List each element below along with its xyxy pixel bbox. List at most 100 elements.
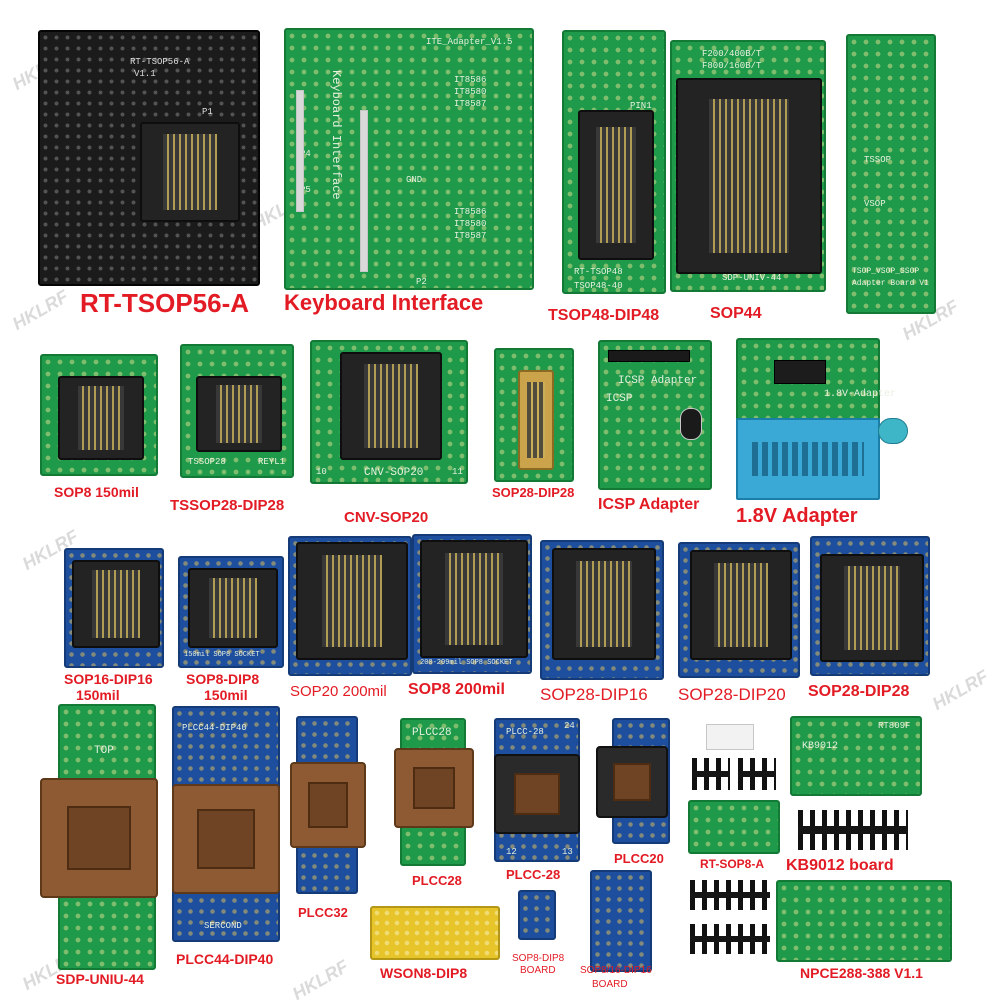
board-silkscreen: KB9012 — [802, 741, 839, 752]
plcc44-socket — [40, 778, 158, 898]
label-sop8-dip8-board-line1: SOP8-DIP8 — [512, 953, 565, 964]
board-silkscreen: IT8586 — [454, 207, 487, 217]
sop8-16-dip16-pcb — [590, 870, 652, 972]
label-sop8-dip8-board-line2: BOARD — [520, 965, 556, 976]
board-silkscreen: IT8587 — [454, 231, 487, 241]
sop28-socket — [690, 550, 792, 660]
board-silkscreen: TOP — [94, 745, 114, 757]
label-rt-sop8-a: RT-SOP8-A — [700, 857, 765, 871]
board-silkscreen: PLCC28 — [412, 727, 452, 739]
pin-header — [690, 880, 770, 910]
board-silkscreen: RT809F — [878, 721, 911, 731]
label-sop44: SOP44 — [710, 305, 762, 322]
board-silkscreen: TSSOP28 — [188, 457, 226, 467]
tsop-vsop-ssop-board: TSSOP VSOP TSOP_VSOP_SSOP Adapter Board … — [846, 34, 936, 314]
label-plcc32: PLCC32 — [298, 905, 348, 920]
board-silkscreen: 150mil SOP8 SOCKET — [184, 651, 260, 659]
white-connector — [706, 724, 754, 750]
label-sop8-150mil: SOP8 150mil — [54, 484, 139, 500]
board-silkscreen: P1 — [202, 107, 213, 117]
pin-header — [798, 810, 908, 850]
board-silkscreen: P4 — [300, 149, 311, 159]
rt-sop8-a-board — [688, 800, 780, 854]
label-icsp-adapter: ICSP Adapter — [598, 496, 700, 513]
label-plcc44-dip40: PLCC44-DIP40 — [176, 951, 274, 967]
label-sop28-dip28: SOP28-DIP28 — [492, 485, 575, 500]
label-wson8-dip8: WSON8-DIP8 — [380, 965, 468, 981]
label-plcc-28: PLCC-28 — [506, 867, 561, 882]
npce288-388-board — [776, 880, 952, 962]
board-silkscreen: P5 — [300, 185, 311, 195]
label-tssop28-dip28: TSSOP28-DIP28 — [170, 497, 285, 514]
board-silkscreen: 200-209mil SOP8 SOCKET — [420, 659, 513, 667]
board-silkscreen: 24 — [564, 721, 575, 731]
board-silkscreen: TSOP_VSOP_SSOP — [852, 267, 920, 276]
tssop28-socket — [196, 376, 282, 452]
tssop28-dip28-board: TSSOP28 REYL1 — [180, 344, 294, 478]
board-silkscreen: F800/160B/T — [702, 61, 762, 71]
board-silkscreen: Keyboard Interface — [329, 70, 343, 200]
sop28-socket — [552, 548, 656, 660]
plcc44-socket — [172, 784, 280, 894]
board-silkscreen: TSOP48-40 — [574, 281, 623, 291]
board-silkscreen: REYL1 — [258, 457, 286, 467]
label-sop8-200mil: SOP8 200mil — [408, 681, 505, 698]
tsop48-socket — [578, 110, 654, 260]
label-sop28-dip28-socket: SOP28-DIP28 — [808, 683, 910, 700]
board-silkscreen: ITE_Adapter_V1.5 — [426, 37, 513, 47]
board-silkscreen: PLCC-28 — [506, 727, 544, 737]
board-silkscreen: 12 — [506, 847, 517, 857]
label-sop8-dip8: SOP8-DIP8 — [186, 671, 260, 687]
board-silkscreen: RT-TSOP56-A — [130, 57, 190, 67]
label-plcc20: PLCC20 — [614, 851, 664, 866]
rt-tsop56-a-board: RT-TSOP56-A V1.1 P1 — [38, 30, 260, 286]
plcc28-socket — [494, 754, 580, 834]
label-sop28-dip20: SOP28-DIP20 — [678, 685, 786, 704]
pin-header — [608, 350, 690, 362]
sop8-dip8-pcb — [518, 890, 556, 940]
capacitor — [680, 408, 702, 440]
pin-header — [690, 924, 770, 954]
watermark: HKLRF — [288, 956, 352, 1004]
board-silkscreen: IT8586 — [454, 75, 487, 85]
board-silkscreen: 10 — [316, 467, 327, 477]
label-sdp-uniu-44: SDP-UNIU-44 — [56, 971, 144, 987]
label-sop16-dip16: SOP16-DIP16 — [64, 671, 153, 687]
board-silkscreen: VSOP — [864, 199, 886, 209]
board-silkscreen: TSSOP — [864, 155, 892, 165]
label-kb9012-board: KB9012 board — [786, 857, 894, 874]
sop28-dip28-board — [810, 536, 930, 676]
pin-header — [738, 758, 776, 790]
label-sop8-dip8-150mil: 150mil — [204, 687, 248, 703]
watermark: HKLRF — [928, 666, 992, 714]
regulator-chip — [774, 360, 826, 384]
board-silkscreen: RT-TSOP48 — [574, 267, 623, 277]
sop28-dip20-board — [678, 542, 800, 678]
sop44-board: F200/400B/T F800/160B/T SDP-UNIV-44 — [670, 40, 826, 292]
label-sop8-16-board-line1: SOP8/16-DIP16 — [580, 965, 652, 976]
plcc20-socket — [596, 746, 668, 818]
label-npce288-388: NPCE288-388 V1.1 — [800, 965, 923, 981]
sop28-dip28-pcb — [494, 348, 574, 482]
label-tsop48-dip48: TSOP48-DIP48 — [548, 307, 660, 324]
label-sop8-16-board-line2: BOARD — [592, 979, 628, 990]
sop8-socket — [58, 376, 144, 460]
board-silkscreen: ICSP — [606, 393, 633, 405]
board-silkscreen: IT8580 — [454, 219, 487, 229]
plcc28-socket — [394, 748, 474, 828]
sop16-socket — [72, 560, 160, 648]
sop20-socket — [296, 542, 408, 660]
v18-adapter-board: 1.8V-Adapter — [736, 338, 896, 422]
label-cnv-sop20: CNV-SOP20 — [344, 509, 429, 526]
label-sop16-150mil: 150mil — [76, 687, 120, 703]
board-silkscreen: 1.8V-Adapter — [824, 389, 897, 400]
sop8-200mil-board: 200-209mil SOP8 SOCKET — [412, 534, 532, 674]
label-keyboard-interface: Keyboard Interface — [284, 290, 484, 315]
sop8-dip8-150-board: 150mil SOP8 SOCKET — [178, 556, 284, 668]
board-silkscreen: IT8587 — [454, 99, 487, 109]
label-1-8v-adapter: 1.8V Adapter — [736, 505, 858, 527]
header-strip — [360, 110, 368, 272]
label-rt-tsop56-a: RT-TSOP56-A — [80, 288, 250, 318]
sop20-socket — [340, 352, 442, 460]
board-silkscreen: ICSP Adapter — [618, 375, 698, 387]
